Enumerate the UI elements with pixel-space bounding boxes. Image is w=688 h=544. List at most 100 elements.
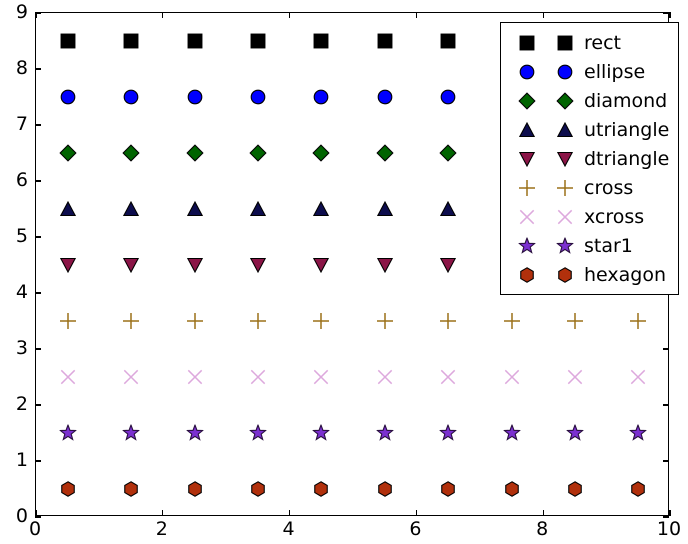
x-tick-label: 2 — [155, 518, 168, 540]
triangle-up-marker-icon — [376, 200, 393, 217]
legend-marker-diamond — [552, 88, 578, 114]
data-point-utriangle — [439, 200, 457, 217]
legend-marker-diamond — [514, 88, 540, 114]
star-marker-icon — [555, 235, 575, 254]
data-point-star1 — [438, 423, 458, 442]
triangle-up-marker-icon — [186, 200, 203, 217]
square-marker-icon — [250, 33, 266, 49]
triangle-up-marker-icon — [556, 121, 574, 137]
data-point-ellipse — [313, 89, 329, 105]
legend-marker-star1 — [514, 233, 540, 259]
y-tick-mark — [35, 348, 41, 350]
data-point-cross — [123, 313, 140, 330]
data-point-hexagon — [313, 481, 329, 497]
data-point-star1 — [375, 423, 394, 442]
y-tick-label: 7 — [15, 113, 28, 135]
star-marker-icon — [312, 423, 331, 441]
data-point-cross — [186, 313, 203, 330]
data-point-star1 — [502, 423, 521, 442]
square-marker-icon — [313, 33, 329, 49]
legend-item-xcross[interactable]: xcross — [508, 202, 669, 231]
hexagon-marker-icon — [377, 481, 392, 497]
plus-marker-icon — [376, 313, 393, 329]
data-point-utriangle — [313, 200, 330, 217]
x-marker-icon — [440, 369, 456, 385]
plus-marker-icon — [630, 313, 647, 329]
triangle-down-marker-icon — [376, 257, 393, 274]
star-marker-icon — [629, 423, 648, 441]
star-marker-icon — [517, 235, 537, 254]
legend-item-dtriangle[interactable]: dtriangle — [508, 144, 669, 173]
legend-handles — [508, 262, 584, 288]
square-marker-icon — [377, 33, 393, 49]
legend-marker-utriangle — [514, 117, 540, 143]
legend-marker-glyph — [517, 235, 537, 254]
legend-marker-glyph — [556, 121, 574, 138]
y-tick-label: 4 — [15, 281, 28, 303]
data-point-dtriangle — [313, 257, 330, 274]
star-marker-icon — [248, 423, 267, 441]
plus-marker-icon — [440, 313, 457, 329]
legend-marker-cross — [552, 175, 578, 201]
y-tick-label: 8 — [15, 57, 28, 79]
x-tick-mark — [542, 12, 544, 18]
legend-marker-glyph — [557, 64, 573, 79]
y-tick-mark — [35, 12, 41, 14]
legend-item-ellipse[interactable]: ellipse — [508, 57, 669, 86]
legend-marker-glyph — [556, 91, 574, 110]
data-point-xcross — [249, 369, 266, 386]
data-point-hexagon — [250, 481, 266, 497]
hexagon-marker-icon — [568, 481, 582, 497]
legend-marker-glyph — [519, 64, 535, 79]
legend-item-cross[interactable]: cross — [508, 173, 669, 202]
data-point-ellipse — [123, 89, 139, 105]
y-tick-mark — [35, 124, 41, 126]
data-point-cross — [630, 313, 647, 330]
hexagon-marker-icon — [504, 481, 519, 497]
data-point-xcross — [123, 369, 140, 386]
legend-item-utriangle[interactable]: utriangle — [508, 115, 669, 144]
x-tick-mark — [415, 510, 418, 516]
data-point-diamond — [185, 144, 204, 162]
circle-marker-icon — [557, 64, 573, 79]
legend-item-star1[interactable]: star1 — [508, 231, 669, 260]
y-tick-mark — [35, 404, 41, 406]
legend-item-diamond[interactable]: diamond — [508, 86, 669, 115]
data-point-hexagon — [567, 481, 583, 497]
hexagon-marker-icon — [558, 266, 572, 283]
data-point-ellipse — [60, 89, 76, 105]
legend-marker-glyph — [557, 208, 574, 225]
triangle-up-marker-icon — [122, 200, 140, 217]
hexagon-marker-icon — [441, 481, 455, 497]
data-point-cross — [376, 313, 393, 330]
hexagon-marker-icon — [520, 266, 534, 283]
y-tick-mark — [35, 460, 41, 462]
x-tick-label: 8 — [536, 518, 549, 540]
circle-marker-icon — [519, 64, 535, 79]
legend-item-hexagon[interactable]: hexagon — [508, 260, 669, 289]
data-point-dtriangle — [249, 257, 267, 274]
legend-marker-cross — [514, 175, 540, 201]
data-point-diamond — [122, 144, 140, 162]
star-marker-icon — [121, 423, 141, 441]
data-point-xcross — [440, 369, 457, 386]
x-tick-mark — [162, 510, 164, 516]
diamond-marker-icon — [185, 144, 204, 162]
data-point-diamond — [439, 144, 457, 162]
data-point-hexagon — [60, 481, 76, 497]
star-marker-icon — [185, 423, 204, 441]
legend-marker-dtriangle — [552, 146, 578, 172]
y-tick-mark — [35, 236, 41, 238]
y-tick-label: 1 — [15, 449, 28, 471]
data-point-hexagon — [377, 481, 393, 497]
data-point-hexagon — [187, 481, 203, 497]
legend-marker-utriangle — [552, 117, 578, 143]
diamond-marker-icon — [122, 144, 140, 162]
square-marker-icon — [60, 33, 76, 49]
legend-item-rect[interactable]: rect — [508, 28, 669, 57]
data-point-utriangle — [249, 200, 267, 217]
data-point-ellipse — [250, 89, 266, 105]
y-tick-mark — [663, 460, 669, 462]
